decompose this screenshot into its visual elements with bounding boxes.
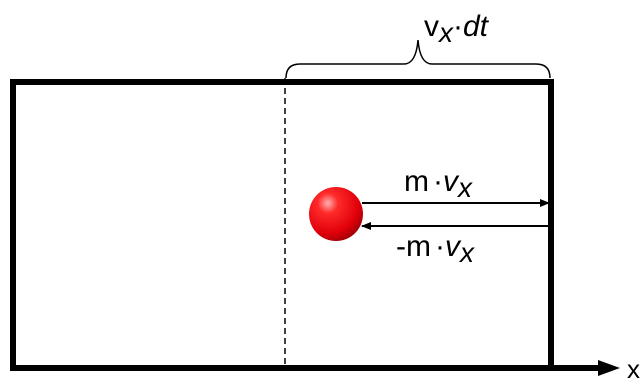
red-particle <box>309 187 363 241</box>
container-box <box>10 79 554 368</box>
x-axis-label: x <box>627 354 640 378</box>
momentum-label: m·vx <box>404 165 473 203</box>
distance-brace <box>285 39 551 79</box>
distance-label: vx·dt <box>424 10 490 48</box>
x-axis-arrowhead <box>598 360 620 376</box>
reverse-momentum-label: -m·vx <box>396 230 475 268</box>
